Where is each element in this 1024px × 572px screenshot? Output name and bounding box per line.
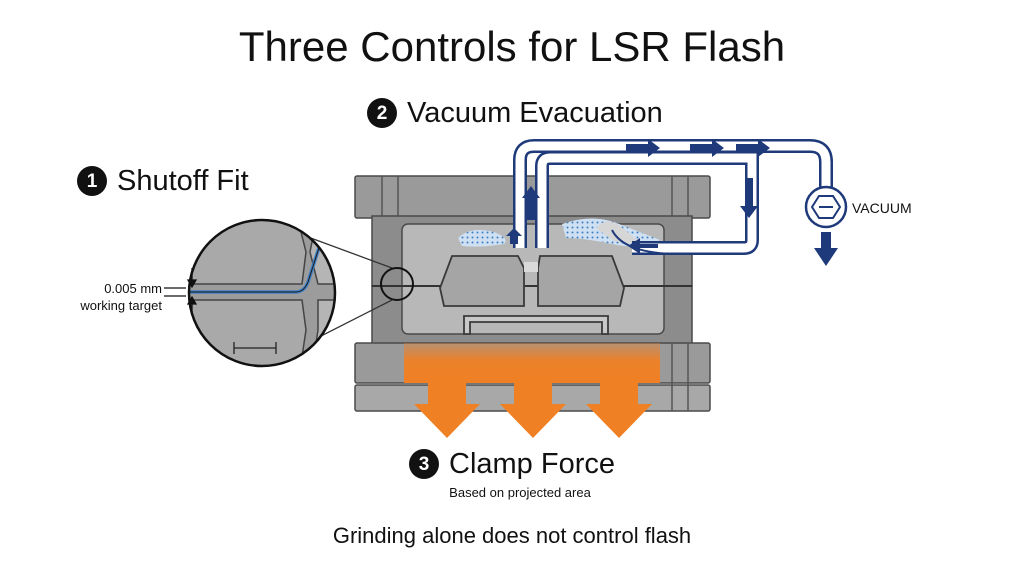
- part-cavities: [439, 255, 625, 335]
- cavity-right: [537, 255, 625, 307]
- clamp-arrow: [586, 378, 652, 438]
- control-1-label: Shutoff Fit: [117, 164, 249, 197]
- vacuum-label: VACUUM: [852, 200, 912, 216]
- flash-regions: [458, 218, 660, 247]
- clamp-arrow: [500, 378, 566, 438]
- control-2-heading: 2 Vacuum Evacuation: [367, 98, 663, 128]
- zoom-circle: [187, 218, 337, 368]
- cavity-left: [439, 255, 525, 307]
- diagram-title: Three Controls for LSR Flash: [238, 23, 786, 70]
- flow-arrow-icon: [740, 178, 758, 218]
- gap-dimension-label: 0.005 mm working target: [52, 280, 162, 314]
- clamp-subtitle: Based on projected area: [449, 485, 591, 500]
- flow-arrow-icon: [626, 139, 660, 157]
- flow-arrow-icon: [690, 139, 724, 157]
- control-2-number: 2: [367, 98, 397, 128]
- clamp-heat-band: [404, 343, 660, 383]
- footer-note: Grinding alone does not control flash: [332, 523, 692, 548]
- flow-arrow-icon: [522, 186, 540, 220]
- clamp-arrow: [414, 378, 480, 438]
- vacuum-pump-icon: [804, 185, 848, 229]
- flow-arrows: [496, 139, 770, 254]
- gap-dimension: [164, 268, 198, 316]
- clamp-force-arrows: [404, 343, 660, 438]
- flow-arrow-icon: [496, 228, 522, 244]
- flow-arrow-icon: [628, 238, 658, 254]
- gap-value: 0.005 mm: [104, 281, 162, 296]
- control-3-label: Clamp Force: [449, 447, 615, 480]
- down-arrow-icon: [814, 232, 838, 266]
- vacuum-channel: [513, 139, 833, 255]
- flow-arrow-icon: [736, 139, 770, 157]
- control-1-heading: 1 Shutoff Fit: [77, 166, 249, 196]
- control-2-label: Vacuum Evacuation: [407, 96, 663, 129]
- control-3-heading: 3 Clamp Force: [409, 449, 615, 479]
- control-3-number: 3: [409, 449, 439, 479]
- control-1-number: 1: [77, 166, 107, 196]
- gap-note: working target: [80, 298, 162, 313]
- zoom-source-circle: [380, 267, 414, 301]
